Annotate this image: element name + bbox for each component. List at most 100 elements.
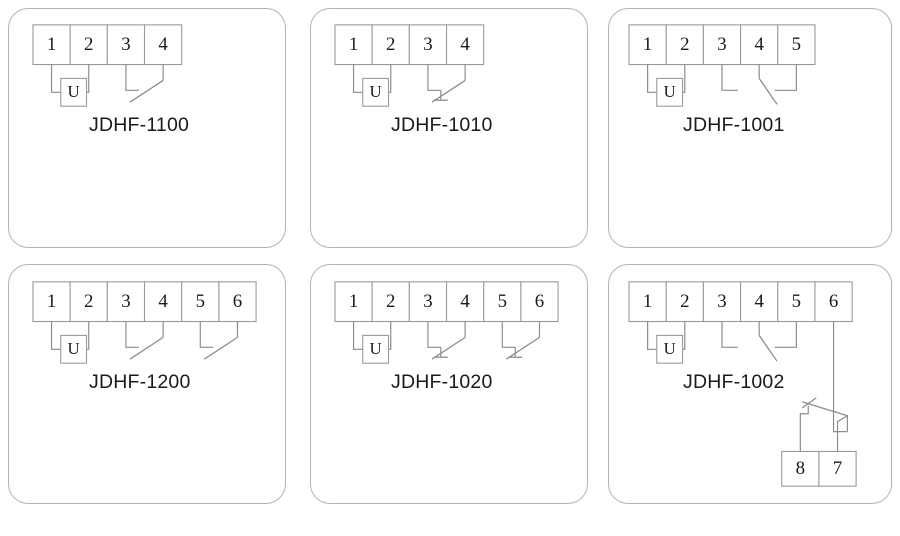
changeover-nc-stub: [721, 64, 738, 91]
terminal-cell-4: [445, 281, 485, 323]
terminal-cell-3: [702, 24, 742, 66]
contact-blade: [505, 336, 540, 360]
model-label-jdhf-1001: JDHF-1001: [683, 114, 785, 136]
contact-blade: [203, 336, 238, 360]
coil-label: U: [664, 82, 676, 101]
coil-box: [60, 334, 88, 364]
contact-fixed-stub: [427, 64, 441, 91]
contact-blade: [129, 336, 164, 360]
terminal-number-6: 6: [233, 291, 242, 312]
terminal-number-2: 2: [84, 291, 93, 312]
coil-group: U: [50, 64, 90, 107]
coil-box: [656, 334, 684, 364]
contact-blade: [431, 79, 466, 103]
terminal-strip: 1 2 3 4 5 6: [32, 281, 257, 323]
terminal-cell-2: [69, 24, 108, 66]
terminal-number-6: 6: [829, 291, 838, 312]
model-label-jdhf-1100: JDHF-1100: [89, 114, 190, 136]
contact-fixed-stub: [427, 321, 441, 348]
contact-changeover-3-4-5: [721, 321, 797, 362]
changeover-nc-stub: [721, 321, 738, 348]
terminal-cell-1: [32, 24, 71, 66]
coil-group: U: [352, 64, 392, 107]
terminal-number-4: 4: [158, 34, 168, 55]
coil-wire-left: [50, 64, 61, 93]
model-label-jdhf-1200: JDHF-1200: [89, 371, 191, 393]
coil-wire-right: [388, 321, 392, 350]
contact-fixed-stub: [199, 321, 214, 348]
terminal-number-1: 1: [349, 291, 358, 312]
contact-fixed-stub: [125, 321, 139, 348]
terminal-cell-6: [814, 281, 853, 323]
terminal-cell-5: [181, 281, 220, 323]
changeover-blade: [758, 335, 778, 362]
remote-contact-tick: [801, 397, 817, 409]
terminal-number-3: 3: [121, 291, 130, 312]
terminal-number-3: 3: [423, 291, 432, 312]
terminal-number-2: 2: [680, 291, 689, 312]
terminal-number-3: 3: [717, 291, 726, 312]
coil-wire-left: [352, 64, 363, 93]
terminal-cell-7: [818, 450, 857, 487]
terminal-cell-1: [32, 281, 71, 323]
terminal-number-3: 3: [121, 34, 130, 55]
terminal-number-1: 1: [349, 34, 358, 55]
contact-normally-closed-3-4: [427, 64, 466, 103]
terminal-cell-3: [408, 24, 448, 66]
terminal-cell-4: [740, 281, 779, 323]
terminal-number-1: 1: [47, 291, 56, 312]
terminal-number-4: 4: [754, 34, 764, 55]
coil-box: [362, 334, 390, 364]
model-label-jdhf-1010: JDHF-1010: [391, 114, 493, 136]
remote-contact-right-post: [836, 414, 849, 452]
coil-label: U: [664, 339, 676, 358]
changeover-no-stub: [774, 64, 797, 91]
contact-fixed-stub: [501, 321, 516, 348]
terminal-number-5: 5: [196, 291, 205, 312]
coil-wire-left: [352, 321, 363, 350]
remote-contact-blade: [802, 401, 848, 417]
contact-blade: [431, 336, 466, 360]
terminal-cell-6: [520, 281, 559, 323]
coil-wire-right: [86, 321, 90, 350]
contact-blade: [129, 79, 164, 103]
coil-wire-right: [682, 321, 686, 350]
contact-fixed-stub: [125, 64, 139, 91]
remote-contact-left-post: [799, 405, 809, 452]
contact-normally-closed-5-6: [501, 321, 541, 360]
terminal-number-2: 2: [680, 34, 689, 55]
contact-normally-open-3-4: [125, 321, 164, 360]
terminal-cell-4: [445, 24, 485, 66]
terminal-cell-6: [218, 281, 257, 323]
coil-label: U: [68, 82, 80, 101]
terminal-number-1: 1: [47, 34, 56, 55]
coil-label: U: [370, 82, 382, 101]
terminal-number-2: 2: [386, 291, 395, 312]
terminal-cell-2: [69, 281, 108, 323]
terminal-cell-3: [408, 281, 448, 323]
terminal-number-4: 4: [460, 291, 470, 312]
terminal-number-3: 3: [717, 34, 726, 55]
terminal-cell-4: [143, 281, 183, 323]
coil-group: U: [647, 321, 686, 364]
wiring-schematic-jdhf-1100: 1 2 3 4U: [32, 24, 183, 107]
terminal-number-1: 1: [643, 34, 652, 55]
terminal-cell-5: [777, 281, 816, 323]
terminal-number-8: 8: [796, 458, 805, 479]
terminal-cell-1: [628, 281, 667, 323]
terminal-number-2: 2: [84, 34, 93, 55]
remote-contact-feed: [832, 321, 848, 433]
terminal-number-4: 4: [158, 291, 168, 312]
terminal-cell-4: [740, 24, 779, 66]
terminal-number-1: 1: [643, 291, 652, 312]
